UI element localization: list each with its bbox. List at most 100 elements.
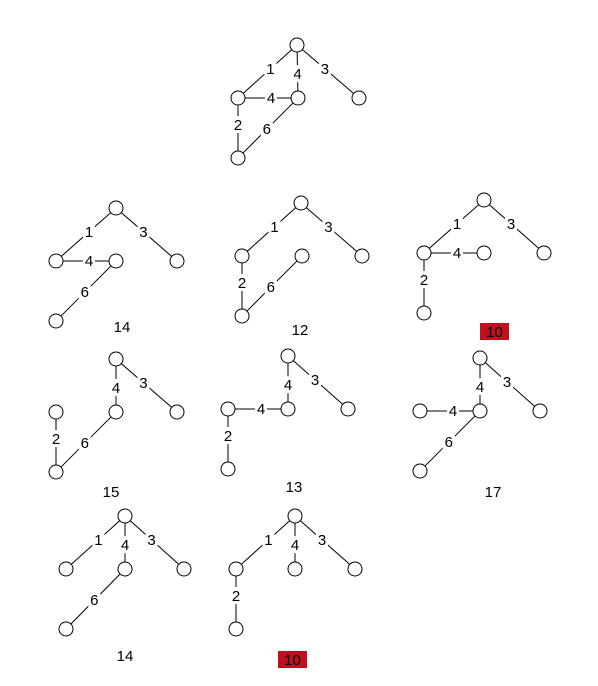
spanning-tree-3-weight-label: 3 [507, 216, 515, 233]
spanning-tree-7-node-n3 [117, 561, 133, 577]
spanning-tree-5-node-n2 [220, 401, 236, 417]
spanning-tree-5-node-n3 [280, 401, 296, 417]
spanning-tree-4-node-n2 [48, 404, 64, 420]
main-graph-node-n4 [351, 90, 367, 106]
main-graph-weight-bg-e2 [291, 65, 304, 83]
spanning-tree-6-weight-bg-e4 [447, 402, 459, 419]
spanning-tree-2-node-n5 [234, 308, 250, 324]
spanning-tree-1-weight-bg-e3 [137, 222, 150, 240]
spanning-tree-8-weight-label: 2 [232, 588, 240, 605]
spanning-tree-8-weight-bg-e1 [262, 530, 275, 548]
spanning-tree-4-weight-label: 2 [52, 431, 60, 448]
main-graph-node-n2 [230, 90, 246, 106]
spanning-tree-6-weight-bg-e2 [474, 378, 486, 396]
spanning-tree-7-weight-label: 3 [147, 532, 155, 549]
spanning-tree-4-node-n1 [108, 351, 124, 367]
spanning-tree-8-weight-label: 1 [264, 532, 272, 549]
spanning-tree-1-node-n4 [169, 253, 185, 269]
spanning-tree-6-node-n4 [532, 403, 548, 419]
spanning-tree-4-weight-bg-e3 [137, 373, 150, 391]
spanning-tree-4-weight-label: 4 [112, 380, 120, 397]
spanning-tree-4-node-n3 [108, 404, 124, 420]
tree-total-7: 14 [117, 648, 134, 665]
spanning-tree-3-weight-bg-e1 [451, 214, 463, 232]
spanning-tree-5-node-n5 [220, 461, 236, 477]
spanning-tree-7-weight-bg-e2 [119, 536, 131, 554]
tree-total-highlight-3 [480, 323, 509, 340]
tree-total-highlight-8 [278, 651, 307, 668]
spanning-tree-2-node-n4 [354, 248, 370, 264]
main-graph-node-n1 [289, 37, 305, 53]
spanning-tree-6-weight-label: 6 [445, 434, 453, 451]
spanning-tree-4-weight-label: 3 [139, 375, 147, 392]
spanning-tree-2-weight-bg-e1 [268, 217, 281, 235]
spanning-tree-2-node-n3 [294, 248, 310, 264]
spanning-tree-7-weight-bg-e1 [92, 530, 105, 548]
main-graph-weight-label: 4 [267, 90, 275, 107]
spanning-tree-3-node-n4 [536, 245, 552, 261]
spanning-tree-3-node-n1 [476, 192, 492, 208]
spanning-tree-8-node-n3 [287, 561, 303, 577]
spanning-tree-1-weight-label: 4 [85, 253, 93, 270]
spanning-tree-7-node-n5 [58, 621, 74, 637]
spanning-tree-5-node-n4 [340, 401, 356, 417]
spanning-tree-5-node-n1 [280, 348, 296, 364]
spanning-tree-1-node-n5 [48, 313, 64, 329]
spanning-tree-8-weight-bg-e2 [289, 536, 301, 554]
spanning-tree-7-weight-bg-e6 [88, 591, 101, 609]
tree-total-3: 10 [486, 324, 503, 341]
spanning-tree-2-node-n2 [234, 248, 250, 264]
spanning-tree-8-weight-label: 3 [318, 532, 326, 549]
spanning-tree-7-weight-label: 1 [94, 532, 102, 549]
spanning-tree-5-weight-bg-e2 [282, 376, 294, 394]
main-graph-weight-label: 6 [263, 121, 271, 138]
spanning-tree-6-weight-bg-e6 [442, 433, 455, 451]
spanning-tree-4-node-n5 [48, 464, 64, 480]
spanning-tree-6-weight-label: 4 [449, 403, 457, 420]
spanning-tree-6-weight-label: 3 [503, 374, 511, 391]
spanning-tree-7-weight-label: 6 [90, 592, 98, 609]
tree-total-4: 15 [103, 484, 120, 501]
main-graph-weight-bg-e6 [260, 120, 273, 138]
spanning-tree-2-weight-bg-e6 [264, 278, 277, 296]
spanning-tree-4-weight-label: 6 [81, 435, 89, 452]
spanning-tree-3-node-n2 [416, 245, 432, 261]
spanning-tree-5-weight-bg-e5 [222, 427, 234, 444]
spanning-tree-4-weight-bg-e5 [50, 430, 62, 447]
spanning-tree-1-weight-label: 3 [139, 224, 147, 241]
spanning-tree-1-node-n3 [108, 253, 124, 269]
tree-total-5: 13 [286, 479, 303, 496]
spanning-tree-1-weight-label: 6 [81, 284, 89, 301]
spanning-tree-1-weight-bg-e4 [83, 252, 95, 269]
main-graph-weight-label: 2 [234, 117, 242, 134]
spanning-tree-1-node-n1 [108, 200, 124, 216]
spanning-tree-5-weight-label: 4 [284, 377, 292, 394]
spanning-tree-5-weight-label: 2 [224, 428, 232, 445]
spanning-tree-3-weight-bg-e5 [418, 271, 430, 288]
main-graph-weight-bg-e3 [318, 59, 331, 77]
spanning-tree-6-node-n5 [412, 463, 428, 479]
spanning-tree-2-weight-label: 1 [270, 219, 278, 236]
spanning-tree-4-weight-bg-e2 [110, 379, 122, 397]
tree-total-1: 14 [114, 319, 131, 336]
spanning-tree-5-weight-label: 3 [311, 372, 319, 389]
spanning-tree-1-node-n2 [48, 253, 64, 269]
main-graph-weight-label: 3 [321, 61, 329, 78]
spanning-tree-1-weight-bg-e6 [78, 283, 91, 301]
spanning-tree-6-node-n3 [472, 403, 488, 419]
spanning-tree-6-node-n1 [472, 350, 488, 366]
spanning-tree-2-weight-label: 2 [238, 275, 246, 292]
spanning-tree-8-node-n2 [228, 561, 244, 577]
main-graph-weight-label: 1 [266, 61, 274, 78]
tree-total-6: 17 [485, 484, 502, 501]
spanning-tree-8-weight-bg-e5 [230, 587, 242, 604]
tree-total-8: 10 [284, 652, 301, 669]
spanning-tree-2-weight-label: 3 [324, 219, 332, 236]
